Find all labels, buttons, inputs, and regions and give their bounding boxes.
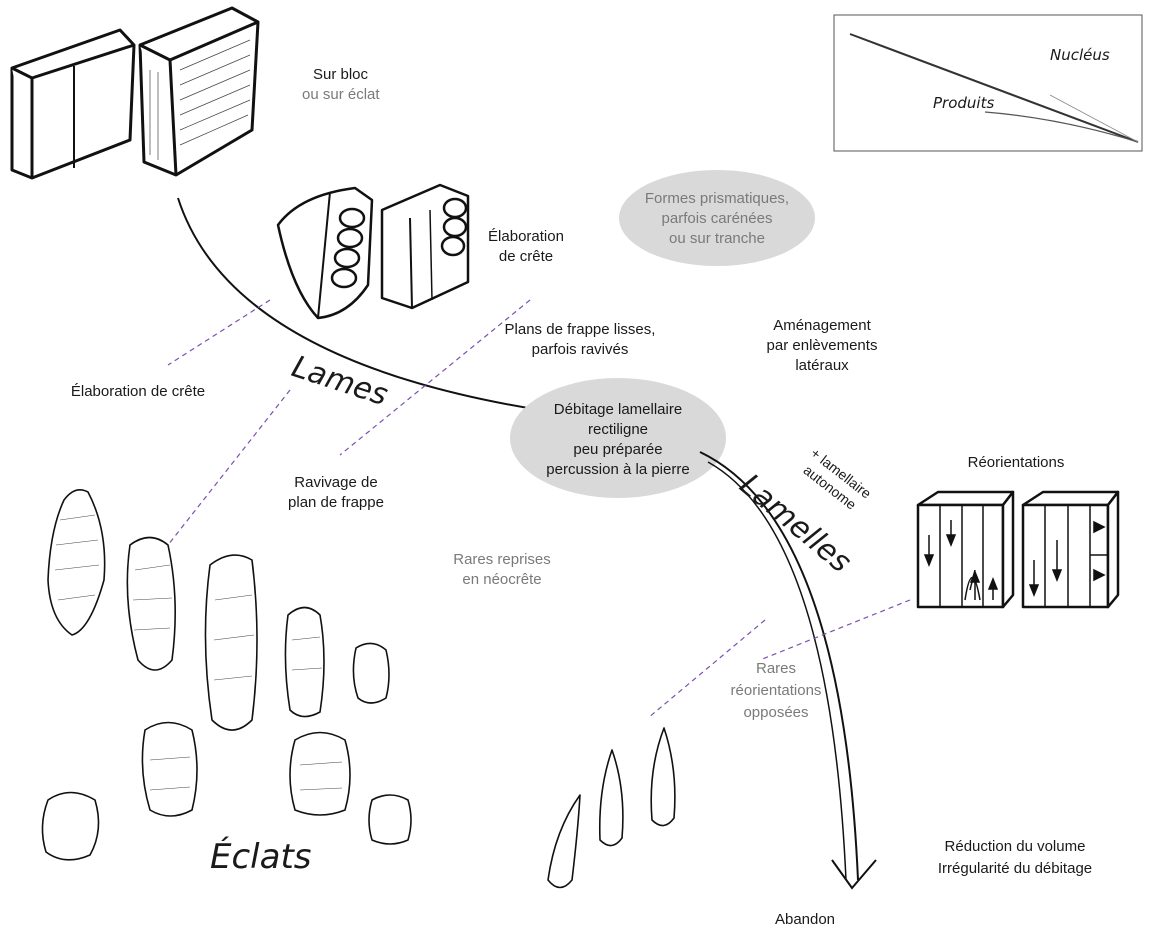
reorientation-cores-drawing [916,490,1120,609]
crest-core-drawing [276,183,470,320]
ravivage-line-2: plan de frappe [288,494,384,511]
crete-label-line-1: Élaboration [488,228,564,245]
bladelet-products-drawing [547,727,676,889]
neocrete-line-1: Rares reprises [453,551,551,568]
central-debitage-bubble [510,378,726,498]
amenagement-line-2: par enlèvements [767,337,878,354]
blade-products-drawing [41,489,412,861]
prismatic-forms-line-2: parfois carénées [662,210,773,227]
lames-trajectory-curve [177,197,541,411]
legend-nucleus-line [849,33,1139,143]
reduction-line-2: Irrégularité du débitage [938,860,1092,877]
legend-produits-line [984,111,1139,143]
amenagement-line-3: latéraux [795,357,849,374]
prismatic-forms-bubble [619,170,815,266]
dashed-connectors [167,299,911,719]
crete-products-label: Élaboration de crête [71,383,205,400]
reorientations-label: Réorientations [968,454,1065,471]
legend-produits-label: Produits [933,94,994,112]
crete-label-line-2: de crête [499,248,553,265]
lamellaire-autonome-label: + lamellaire autonome [801,445,875,513]
sur-bloc-label: Sur bloc [313,66,369,83]
direction-arrows [923,520,1106,600]
central-line-4: percussion à la pierre [546,461,689,478]
lamelles-trajectory-arrow [699,451,877,890]
reduction-line-1: Réduction du volume [945,838,1086,855]
neocrete-line-2: en néocrête [462,571,541,588]
central-line-2: rectiligne [588,421,648,438]
product-hatching [54,514,343,791]
lames-phase-label: Lames [288,349,392,413]
prismatic-forms-line-1: Formes prismatiques, [645,190,789,207]
abandon-label: Abandon [775,911,835,928]
legend-box: Nucléus Produits [833,14,1143,152]
amenagement-line-1: Aménagement [773,317,871,334]
sur-eclat-label: ou sur éclat [302,86,380,103]
legend-nucleus-label: Nucléus [1050,46,1110,64]
rares-reorientations-line-3: opposées [743,704,808,721]
plans-label-line-2: parfois ravivés [532,341,629,358]
rares-reorientations-line-2: réorientations [731,682,822,699]
plans-label-line-1: Plans de frappe lisses, [505,321,656,338]
central-line-3: peu préparée [573,441,662,458]
ravivage-line-1: Ravivage de [294,474,377,491]
eclats-phase-label: Éclats [210,836,312,877]
central-line-1: Débitage lamellaire [554,401,682,418]
block-core-drawing [10,6,260,180]
rares-reorientations-line-1: Rares [756,660,796,677]
prismatic-forms-line-3: ou sur tranche [669,230,765,247]
